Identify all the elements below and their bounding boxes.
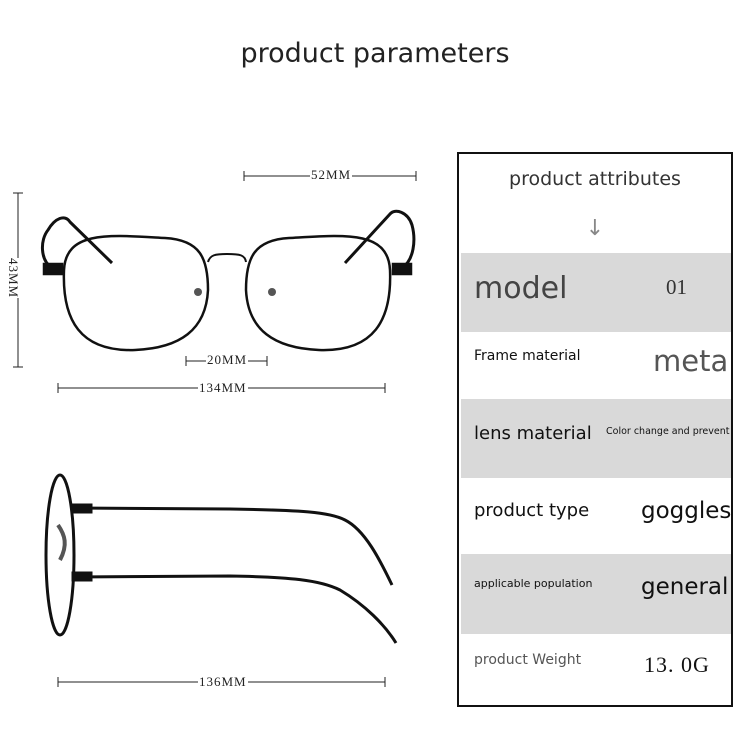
attribute-row-product-type: product type goggles	[461, 478, 731, 554]
product-attributes-panel: product attributes ↓ model 01 Frame mate…	[457, 152, 733, 707]
attributes-title: product attributes	[509, 168, 681, 190]
attribute-value: 01	[666, 275, 687, 299]
page-title: product parameters	[240, 38, 510, 69]
attribute-label: lens material	[474, 423, 592, 444]
lens-width-label: 52MM	[310, 167, 353, 183]
bridge-width-label: 20MM	[206, 352, 249, 368]
attribute-label: product type	[474, 500, 590, 521]
attribute-label: model	[474, 271, 568, 306]
attribute-value: Color change and prevent blue light	[606, 426, 731, 437]
attribute-value: general	[641, 574, 729, 600]
attribute-row-applicable-population: applicable population general	[461, 554, 731, 634]
glasses-front-view	[13, 171, 417, 687]
attribute-label: product Weight	[474, 652, 582, 668]
attribute-value: 13. 0G	[644, 652, 710, 677]
arrow-down-icon: ↓	[585, 216, 605, 241]
attribute-value: metal	[653, 344, 733, 378]
lens-height-label: 43MM	[4, 258, 22, 299]
attribute-row-lens-material: lens material Color change and prevent b…	[461, 399, 731, 478]
attribute-label: Frame material	[474, 348, 581, 364]
attribute-row-model: model 01	[461, 253, 731, 332]
attribute-row-product-weight: product Weight 13. 0G	[461, 634, 731, 705]
glasses-side-view	[44, 473, 398, 644]
attribute-row-frame-material: Frame material metal	[461, 332, 731, 399]
attribute-label: applicable population	[474, 577, 593, 590]
temple-length-label: 136MM	[198, 674, 248, 690]
attribute-value: goggles	[641, 498, 732, 524]
frame-width-label: 134MM	[198, 380, 248, 396]
